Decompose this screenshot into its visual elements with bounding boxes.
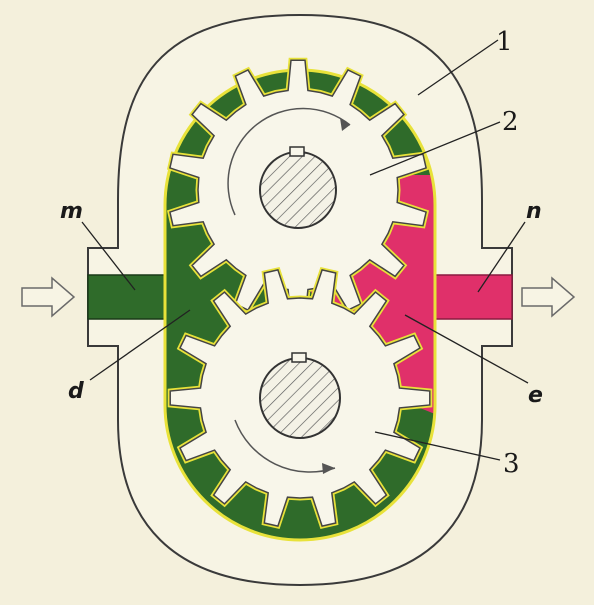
label-suction-chamber: d [68, 379, 84, 404]
top-shaft [259, 151, 337, 229]
bottom-rotation-arrowhead [322, 463, 335, 474]
label-inlet: m [60, 199, 83, 224]
bottom-rotation-arrow [234, 419, 336, 473]
outlet-flow-arrow [521, 276, 576, 318]
bottom-shaft-key [291, 352, 307, 363]
inlet-flow-arrow [21, 276, 76, 318]
leader-line-2 [369, 121, 501, 176]
leader-line-3 [374, 431, 501, 461]
top-rotation-arrow [227, 107, 351, 216]
label-top-gear: 2 [502, 107, 519, 137]
label-bottom-gear: 3 [503, 449, 520, 479]
label-housing: 1 [496, 27, 513, 57]
top-shaft-key [289, 146, 305, 157]
leader-line-d [89, 309, 191, 381]
leader-line-e [404, 314, 529, 384]
label-outlet: n [526, 199, 542, 224]
leader-line-1 [417, 39, 499, 96]
label-discharge-chamber: e [528, 383, 543, 408]
leader-line-n [477, 221, 526, 293]
top-rotation-arrowhead [340, 118, 350, 131]
bottom-shaft [259, 357, 341, 439]
leader-line-m [81, 221, 136, 291]
